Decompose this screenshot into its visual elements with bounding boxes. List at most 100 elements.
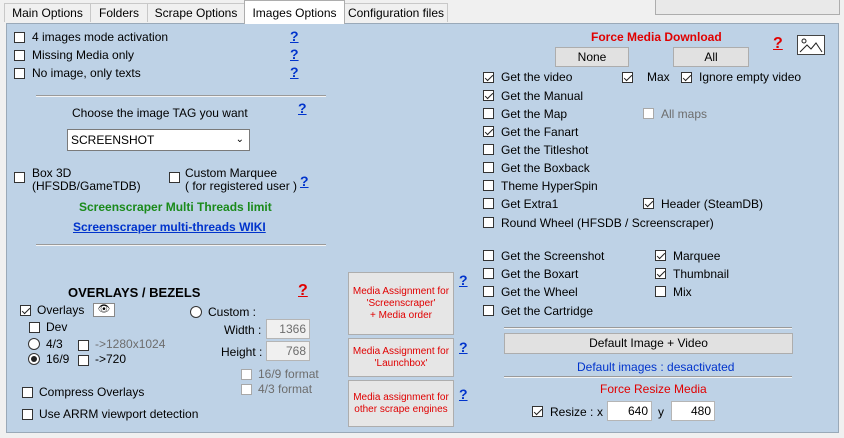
get-boxart-checkbox[interactable] [483, 268, 494, 279]
res-1280-checkbox[interactable] [78, 340, 89, 351]
get-map-checkbox[interactable] [483, 108, 494, 119]
tab-images-options[interactable]: Images Options [244, 0, 345, 24]
tab-folders[interactable]: Folders [90, 3, 148, 22]
help-force-media[interactable]: ? [773, 35, 783, 52]
no-image-label: No image, only texts [32, 66, 141, 80]
ignore-empty-checkbox[interactable] [681, 72, 692, 83]
resize-label: Resize : [550, 405, 594, 419]
help-assign-other[interactable]: ? [459, 386, 468, 402]
assign-screenscraper-button[interactable]: Media Assignment for'Screenscraper'+ Med… [348, 272, 454, 335]
fmt-169-checkbox[interactable] [241, 369, 252, 380]
help-four-images[interactable]: ? [290, 28, 299, 44]
ratio-169-label: 16/9 [46, 352, 70, 366]
theme-hyperspin-label: Theme HyperSpin [501, 179, 598, 193]
tab-main-options[interactable]: Main Options [4, 3, 91, 22]
get-fanart-checkbox[interactable] [483, 126, 494, 137]
dev-checkbox[interactable] [29, 322, 40, 333]
get-video-checkbox[interactable] [483, 72, 494, 83]
four-images-label: 4 images mode activation [32, 30, 169, 44]
help-missing-media[interactable]: ? [290, 46, 299, 62]
res-720-checkbox[interactable] [78, 355, 89, 366]
get-boxback-label: Get the Boxback [501, 161, 590, 175]
threads-limit-label: Screenscraper Multi Threads limit [79, 200, 272, 214]
dev-label: Dev [46, 320, 68, 334]
all-maps-checkbox[interactable] [643, 108, 654, 119]
help-assign-launchbox[interactable]: ? [459, 339, 468, 355]
theme-hyperspin-checkbox[interactable] [483, 180, 494, 191]
none-button[interactable]: None [555, 47, 629, 67]
ratio-169-radio[interactable] [28, 353, 40, 365]
max-label: Max [647, 70, 670, 84]
thumbnail-checkbox[interactable] [655, 268, 666, 279]
custom-marquee-checkbox[interactable] [169, 172, 180, 183]
tab-configuration-files[interactable]: Configuration files [344, 3, 448, 22]
resize-y-label: y [658, 405, 664, 419]
get-titleshot-checkbox[interactable] [483, 144, 494, 155]
separator [504, 376, 792, 378]
help-tag[interactable]: ? [298, 100, 307, 116]
get-extra1-label: Get Extra1 [501, 197, 559, 211]
force-media-title: Force Media Download [591, 30, 722, 44]
box3d-label: Box 3D [32, 166, 72, 180]
resize-x-input[interactable]: 640 [607, 401, 652, 421]
get-wheel-label: Get the Wheel [501, 285, 578, 299]
ratio-43-radio[interactable] [28, 338, 40, 350]
default-images-status: Default images : desactivated [577, 360, 735, 374]
thumbnail-label: Thumbnail [673, 267, 730, 281]
threads-wiki-link[interactable]: Screenscraper multi-threads WIKI [73, 220, 266, 234]
custom-marquee-label: Custom Marquee [185, 166, 278, 180]
tag-select-value: SCREENSHOT [71, 133, 155, 147]
get-boxart-label: Get the Boxart [501, 267, 579, 281]
arrm-viewport-checkbox[interactable] [22, 409, 33, 420]
width-input[interactable]: 1366 [266, 319, 310, 339]
get-fanart-label: Get the Fanart [501, 125, 579, 139]
get-wheel-checkbox[interactable] [483, 286, 494, 297]
top-right-button[interactable] [655, 0, 840, 15]
overlays-checkbox[interactable] [20, 305, 31, 316]
mix-checkbox[interactable] [655, 286, 666, 297]
missing-media-checkbox[interactable] [14, 50, 25, 61]
resize-checkbox[interactable] [532, 406, 543, 417]
get-manual-checkbox[interactable] [483, 90, 494, 101]
round-wheel-checkbox[interactable] [483, 217, 494, 228]
assign-launchbox-button[interactable]: Media Assignment for'Launchbox' [348, 338, 454, 377]
get-cartridge-checkbox[interactable] [483, 305, 494, 316]
all-button[interactable]: All [673, 47, 749, 67]
get-map-label: Get the Map [501, 107, 568, 121]
missing-media-label: Missing Media only [32, 48, 135, 62]
fmt-43-label: 4/3 format [258, 382, 313, 396]
resize-y-input[interactable]: 480 [671, 401, 715, 421]
overlays-label: Overlays [37, 303, 85, 317]
get-screenshot-checkbox[interactable] [483, 250, 494, 261]
box3d-checkbox[interactable] [14, 172, 25, 183]
header-steamdb-checkbox[interactable] [643, 198, 654, 209]
no-image-checkbox[interactable] [14, 68, 25, 79]
mix-label: Mix [673, 285, 692, 299]
custom-radio[interactable] [190, 306, 202, 318]
header-steamdb-label: Header (SteamDB) [661, 197, 764, 211]
marquee-checkbox[interactable] [655, 250, 666, 261]
four-images-checkbox[interactable] [14, 32, 25, 43]
fmt-43-checkbox[interactable] [241, 384, 252, 395]
separator [504, 327, 792, 329]
help-no-image[interactable]: ? [290, 64, 299, 80]
tag-select[interactable]: SCREENSHOT ⌄ [67, 129, 250, 151]
get-extra1-checkbox[interactable] [483, 198, 494, 209]
eye-icon[interactable]: 👁 [93, 303, 115, 317]
default-image-video-button[interactable]: Default Image + Video [504, 333, 793, 354]
get-screenshot-label: Get the Screenshot [501, 249, 605, 263]
arrm-viewport-label: Use ARRM viewport detection [39, 407, 199, 421]
compress-overlays-checkbox[interactable] [22, 387, 33, 398]
get-boxback-checkbox[interactable] [483, 162, 494, 173]
tab-scrape-options[interactable]: Scrape Options [147, 3, 245, 22]
custom-marquee-sublabel: ( for registered user ) [185, 179, 298, 193]
get-cartridge-label: Get the Cartridge [501, 304, 594, 318]
fmt-169-label: 16/9 format [258, 367, 319, 381]
max-checkbox[interactable] [622, 72, 633, 83]
image-icon[interactable] [797, 35, 825, 55]
height-input[interactable]: 768 [266, 341, 310, 361]
help-custom-marquee[interactable]: ? [300, 173, 309, 189]
help-overlays[interactable]: ? [298, 282, 308, 299]
help-assign-screenscraper[interactable]: ? [459, 272, 468, 288]
